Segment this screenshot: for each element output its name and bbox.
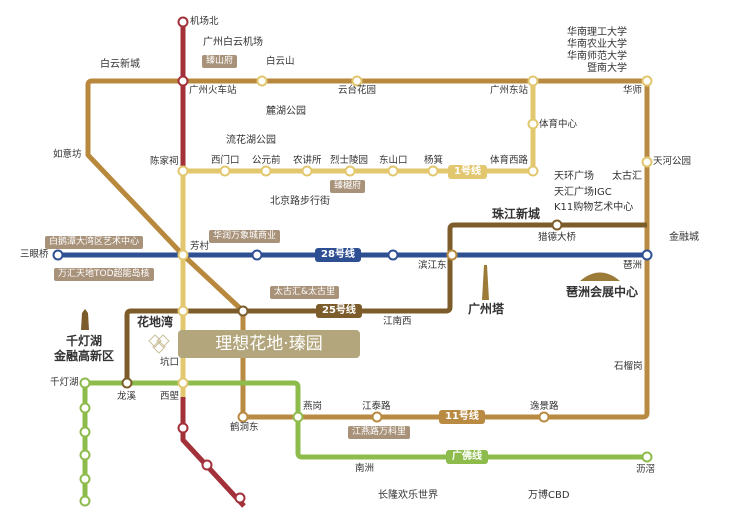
property-tag: 白鹅潭大湾区艺术中心 <box>45 236 144 249</box>
line-guangfo <box>82 380 647 505</box>
landmark: 广州白云机场 <box>203 37 263 48</box>
station-label: 江南西 <box>383 316 412 327</box>
line-25-label: 25号线 <box>316 304 362 318</box>
station-label: 烈士陵园 <box>330 155 369 166</box>
station-label: 公元前 <box>252 155 281 166</box>
line-2 <box>180 22 246 508</box>
landmark: 流花湖公园 <box>226 135 276 146</box>
station-label: 如意坊 <box>53 149 82 160</box>
station-label: 滨江东 <box>418 260 447 271</box>
property-tag: 江燕路万科里 <box>348 426 411 439</box>
landmark: 华南师范大学 <box>567 51 627 62</box>
property-tag: 臻山府 <box>202 55 238 68</box>
canton-tower-icon <box>482 265 489 300</box>
landmark: 天汇广场IGC <box>554 187 612 198</box>
landmark: 广州塔 <box>468 302 505 316</box>
landmark: 千灯湖 <box>66 334 103 348</box>
landmark: 白云新城 <box>100 59 140 70</box>
station-label: 石榴岗 <box>614 361 643 372</box>
landmark: 北京路步行街 <box>270 196 330 207</box>
station-label: 广州东站 <box>490 85 529 96</box>
landmark: 长隆欢乐世界 <box>378 490 438 501</box>
landmark: 天环广场 <box>554 171 594 182</box>
station-label: 龙溪 <box>117 391 137 402</box>
landmark: K11购物艺术中心 <box>554 202 634 213</box>
station-label: 杨箕 <box>424 155 444 166</box>
landmark: 暨南大学 <box>587 63 627 74</box>
landmark: 金融高新区 <box>54 349 115 363</box>
landmark: 华南理工大学 <box>567 27 627 38</box>
landmark: 琶洲会展中心 <box>566 285 639 299</box>
station-label: 西塱 <box>160 391 180 402</box>
station-label: 广州火车站 <box>189 85 237 96</box>
landmark: 华南农业大学 <box>567 39 627 50</box>
station-label: 机场北 <box>190 16 219 27</box>
line-8 <box>85 78 647 313</box>
property-tag: 万汇天地TOD超能岛核 <box>54 268 154 281</box>
property-tag: 臻樾府 <box>330 180 366 193</box>
landmark: 金融城 <box>669 232 699 243</box>
station-label: 东山口 <box>379 155 408 166</box>
station-label: 江泰路 <box>362 401 391 412</box>
landmark: 珠江新城 <box>492 207 541 221</box>
pazhou-exhibition-icon <box>580 272 620 281</box>
station-label: 南洲 <box>355 463 375 474</box>
station-label: 坑口 <box>160 357 180 368</box>
station-label: 琶洲 <box>623 260 643 271</box>
station-markers <box>52 16 653 507</box>
station-label: 西门口 <box>211 155 240 166</box>
landmark: 麓湖公园 <box>266 106 306 117</box>
station-label: 逸景路 <box>530 401 559 412</box>
station-label: 体育中心 <box>539 119 578 130</box>
property-tag: 华润万象城商业 <box>209 230 281 243</box>
line-28-label: 28号线 <box>315 248 361 262</box>
guangfo-line-label: 广佛线 <box>446 450 488 464</box>
station-label: 千灯湖 <box>50 377 79 388</box>
line-25 <box>124 222 647 383</box>
station-label: 燕岗 <box>303 401 323 412</box>
station-label: 三眼桥 <box>20 249 49 260</box>
station-label: 陈家祠 <box>150 156 179 167</box>
station-label: 农讲所 <box>293 155 322 166</box>
station-label: 鹤洞东 <box>230 422 259 433</box>
landmark: 花地湾 <box>137 315 174 329</box>
project-banner: 理想花地·瑧园 <box>178 330 360 358</box>
station-label: 云台花园 <box>338 85 377 96</box>
station-label: 华师 <box>623 85 643 96</box>
station-label: 猎德大桥 <box>538 232 577 243</box>
qiandeng-tower-icon <box>81 309 89 330</box>
line-11 <box>240 78 650 420</box>
project-pattern-icon <box>148 334 170 354</box>
line-11-label: 11号线 <box>439 410 485 424</box>
station-label: 沥滘 <box>636 464 656 475</box>
property-tag: 太古汇&太古里 <box>270 286 340 299</box>
landmark: 万博CBD <box>528 490 570 501</box>
line-1-label: 1号线 <box>448 165 487 179</box>
station-label: 天河公园 <box>653 156 692 167</box>
station-label: 体育西路 <box>490 155 529 166</box>
station-label: 芳村 <box>190 241 210 252</box>
station-label: 白云山 <box>266 56 295 67</box>
landmark: 太古汇 <box>612 171 642 182</box>
